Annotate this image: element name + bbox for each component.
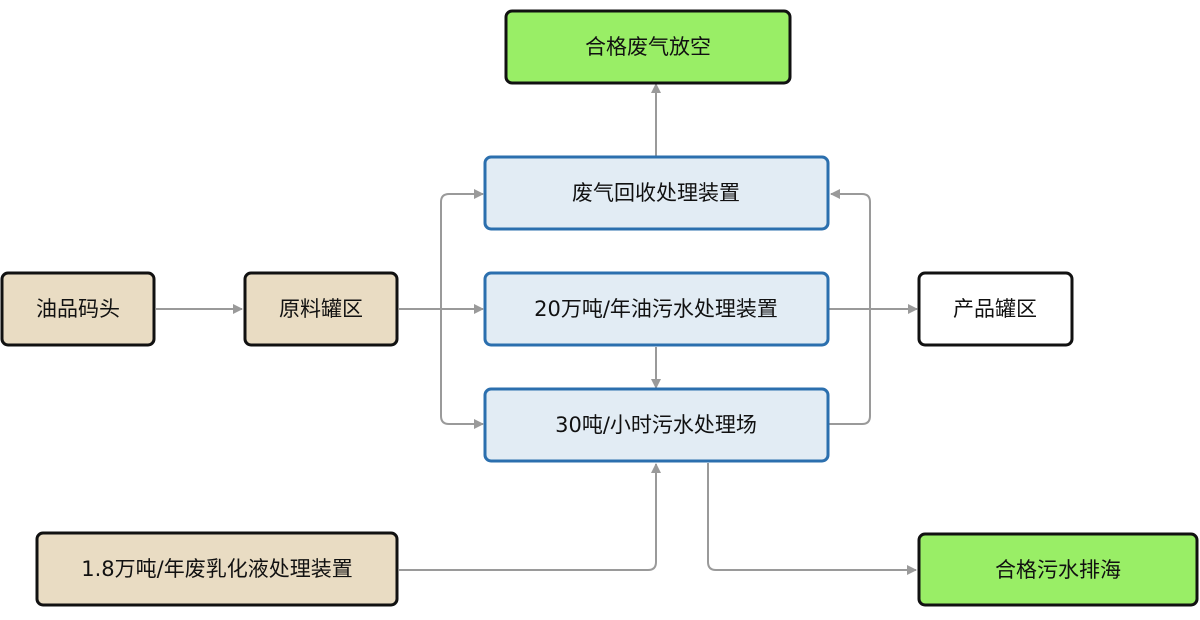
node-raw-tank: 原料罐区	[243, 271, 399, 347]
oil-terminal-label: 油品码头	[36, 297, 120, 321]
edge-product-tank-to-gas-recovery	[830, 189, 871, 309]
node-wastewater-station: 30吨/小时污水处理场	[483, 387, 830, 463]
oily-wastewater-label: 20万吨/年油污水处理装置	[534, 297, 778, 321]
gas-recovery-box	[483, 155, 830, 231]
oil-terminal-box	[0, 271, 156, 347]
wastewater-station-label: 30吨/小时污水处理场	[555, 413, 757, 437]
wastewater-station-box	[483, 387, 830, 463]
product-tank-label: 产品罐区	[953, 297, 1037, 321]
edge-raw-tank-to-wastewater-station	[440, 309, 484, 429]
edges	[156, 83, 918, 575]
raw-tank-label: 原料罐区	[279, 297, 363, 321]
node-water-discharge: 合格污水排海	[917, 532, 1199, 607]
raw-tank-box	[243, 271, 399, 347]
edge-wastewater-station-to-discharge	[707, 463, 917, 575]
node-gas-vent: 合格废气放空	[504, 9, 792, 85]
product-tank-box	[917, 271, 1074, 347]
water-discharge-box	[917, 532, 1199, 607]
gas-recovery-label: 废气回收处理装置	[572, 181, 740, 205]
edge-emulsion-to-wastewater-station	[399, 463, 661, 571]
edge-wastewater-station-loop	[829, 309, 871, 425]
node-gas-recovery: 废气回收处理装置	[483, 155, 830, 231]
emulsion-unit-box	[35, 531, 399, 607]
gas-vent-box	[504, 9, 792, 85]
oily-wastewater-box	[483, 271, 830, 347]
node-emulsion-unit: 1.8万吨/年废乳化液处理装置	[35, 531, 399, 607]
gas-vent-label: 合格废气放空	[585, 35, 711, 59]
emulsion-unit-label: 1.8万吨/年废乳化液处理装置	[81, 557, 352, 581]
edge-raw-tank-to-gas-recovery	[399, 189, 484, 310]
water-discharge-label: 合格污水排海	[995, 558, 1121, 582]
node-oil-terminal: 油品码头	[0, 271, 156, 347]
node-oily-wastewater: 20万吨/年油污水处理装置	[483, 271, 830, 347]
node-product-tank: 产品罐区	[917, 271, 1074, 347]
